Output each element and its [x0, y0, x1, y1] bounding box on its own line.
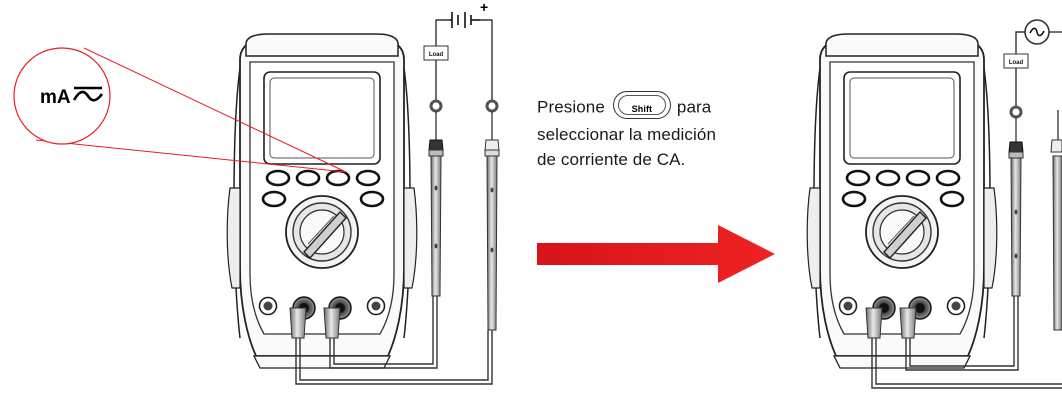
- instruction-press: Presione: [537, 97, 605, 117]
- instruction-para: para: [676, 97, 712, 117]
- shift-key-label: Shift: [631, 104, 653, 114]
- load-box-right: Load: [1003, 53, 1029, 69]
- multimeter-left: [225, 32, 419, 370]
- test-point-left-a: [429, 99, 443, 113]
- load-label-right: Load: [1009, 60, 1024, 66]
- ac-source-icon: [1024, 19, 1050, 45]
- instruction-line-2: seleccionar la medición: [537, 125, 716, 144]
- circuit-left: [295, 19, 493, 385]
- battery-icon: [450, 12, 480, 28]
- circuit-right: [871, 31, 1062, 389]
- plug-left-ma: [323, 307, 341, 339]
- plug-right-ma: [899, 307, 917, 339]
- callout-lens: mA: [13, 47, 347, 173]
- arrow-right-icon: [537, 225, 775, 283]
- shift-key: Shift: [612, 91, 671, 119]
- callout-ma-label: mA: [40, 87, 71, 108]
- plug-right-com: [865, 307, 883, 339]
- battery-plus: +: [480, 0, 488, 15]
- instruction-line-1: Presione Shift para: [537, 91, 777, 122]
- probe-right-red: [1050, 110, 1062, 331]
- test-point-left-b: [485, 99, 499, 113]
- probe-left-black: [428, 111, 444, 297]
- instruction-text: Presione Shift para seleccionar la medició…: [537, 91, 777, 172]
- probe-left-red: [484, 111, 500, 331]
- test-point-right-a: [1009, 105, 1023, 119]
- ac-wave-icon: [72, 86, 104, 102]
- plug-left-com: [289, 307, 307, 339]
- load-box-left: Load: [423, 45, 449, 61]
- load-label-left: Load: [429, 52, 444, 58]
- probe-right-black: [1008, 117, 1024, 297]
- instruction-line-3: de corriente de CA.: [537, 150, 686, 169]
